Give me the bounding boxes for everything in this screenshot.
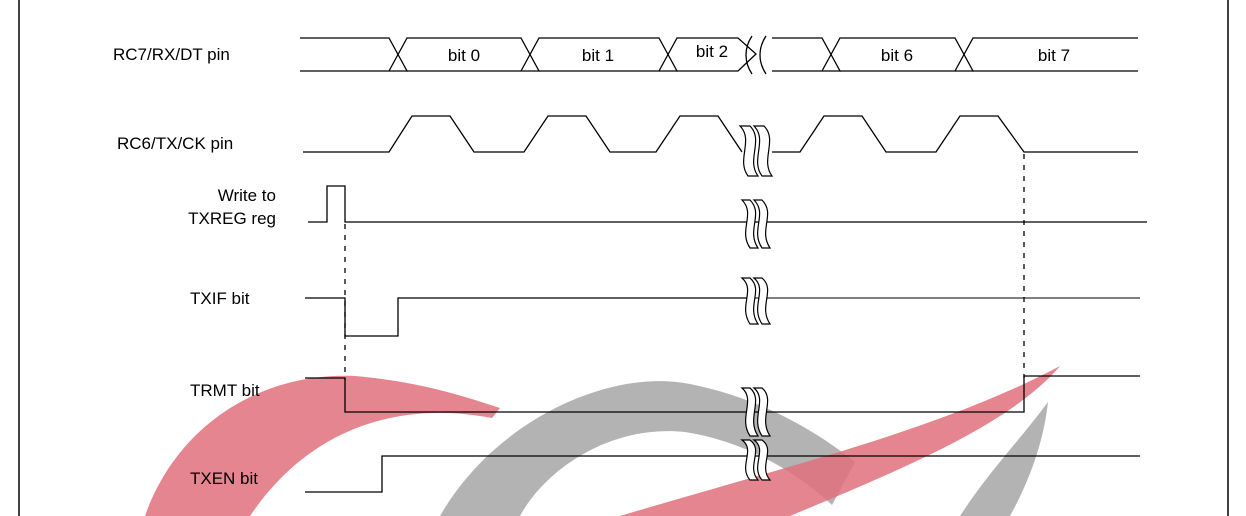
data-bit-6: bit 6: [881, 46, 913, 65]
watermark-red-arc-right: [620, 366, 1060, 516]
write-txreg-label-line2: TXREG reg: [188, 209, 276, 228]
txif-waveform: [305, 297, 752, 337]
data-bit-0: bit 0: [448, 46, 480, 65]
txif-bit-label: TXIF bit: [190, 289, 250, 308]
txen-bit-label: TXEN bit: [190, 469, 258, 488]
tx-pin-label: RC6/TX/CK pin: [117, 134, 233, 153]
tx-clock-waveform: [303, 115, 1138, 153]
rx-waveform: [300, 37, 1138, 72]
trmt-bit-label: TRMT bit: [190, 381, 260, 400]
write-txreg-waveform: [308, 185, 1147, 223]
data-bit-1: bit 1: [582, 46, 614, 65]
data-bit-7: bit 7: [1038, 46, 1070, 65]
rx-pin-label: RC7/RX/DT pin: [113, 45, 230, 64]
watermark-gray-arc-right: [960, 402, 1048, 516]
time-break-symbols: [738, 125, 774, 481]
watermark-logo: [145, 366, 1060, 516]
rx-break-mark: [745, 35, 767, 75]
write-txreg-label-line1: Write to: [218, 186, 276, 205]
watermark-red-arc: [145, 375, 500, 516]
data-bit-2: bit 2: [696, 42, 728, 61]
trmt-waveform: [305, 375, 1140, 413]
